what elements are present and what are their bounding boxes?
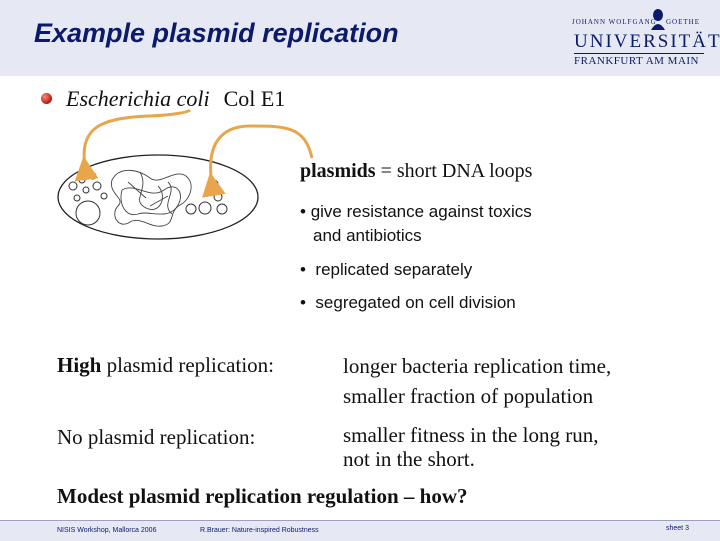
cell-outline xyxy=(57,154,259,240)
regulation-question: Modest plasmid replication regulation – … xyxy=(57,484,468,508)
logo-rule xyxy=(574,53,704,54)
case-high-bold: High xyxy=(57,353,102,377)
arrow-to-plasmid xyxy=(202,124,314,198)
plasmids-definition: = short DNA loops xyxy=(380,160,533,182)
species-name: Escherichia coli xyxy=(66,86,210,111)
case-no-effect-line-2: not in the short. xyxy=(343,447,475,471)
organism-line: Escherichia coli Col E1 xyxy=(66,86,285,112)
footer-center: R.Brauer: Nature-inspired Robustness xyxy=(200,527,319,534)
case-high-effect-line-2: smaller fraction of population xyxy=(343,384,594,408)
header-bar xyxy=(0,0,720,76)
bullet-1-line-2: and antibiotics xyxy=(313,226,422,245)
case-no-effect-line-1: smaller fitness in the long run, xyxy=(343,423,599,447)
slide-title: Example plasmid replication xyxy=(34,18,399,48)
arrow-to-species xyxy=(74,108,192,182)
university-logo: JOHANN WOLFGANG GOETHE UNIVERSITÄT FRANK… xyxy=(568,8,720,68)
plasmids-term: plasmids xyxy=(300,160,376,182)
footer-bar: NISIS Workshop, Mallorca 2006 R.Brauer: … xyxy=(0,520,720,541)
plasmid-bullet-3: • segregated on cell division xyxy=(300,293,516,312)
case-no-bold: No xyxy=(57,425,83,449)
case-high-effect: longer bacteria replication time, smalle… xyxy=(343,351,611,411)
bullet-2-line-1: replicated separately xyxy=(315,260,473,279)
logo-name: UNIVERSITÄT xyxy=(574,31,720,52)
bullet-3-line-1: segregated on cell division xyxy=(315,293,516,312)
case-no-rest: plasmid replication: xyxy=(82,425,256,449)
goethe-portrait-icon xyxy=(651,9,665,30)
logo-city: FRANKFURT AM MAIN xyxy=(574,55,699,67)
plasmid-bullet-2: • replicated separately xyxy=(300,260,473,279)
logo-top-left: JOHANN WOLFGANG xyxy=(572,18,657,26)
case-no-effect: smaller fitness in the long run, not in … xyxy=(343,423,598,471)
case-high-rest: plasmid replication: xyxy=(101,353,274,377)
case-high-effect-line-1: longer bacteria replication time, xyxy=(343,354,612,378)
case-no-label: No plasmid replication: xyxy=(57,425,255,450)
case-high-label: High plasmid replication: xyxy=(57,353,274,378)
footer-right: sheet 3 xyxy=(666,525,689,532)
plasmid-circles xyxy=(68,172,228,226)
bullet-1-line-1: give resistance against toxics xyxy=(310,202,532,221)
logo-top-right: GOETHE xyxy=(666,18,700,26)
chromosome-tangle xyxy=(110,169,192,227)
plasmid-name: Col E1 xyxy=(223,86,286,111)
bullet-ball-icon xyxy=(41,93,52,104)
plasmid-bullet-1: • give resistance against toxics and ant… xyxy=(300,200,532,248)
plasmids-heading: plasmids = short DNA loops xyxy=(300,160,532,183)
footer-left: NISIS Workshop, Mallorca 2006 xyxy=(57,527,157,534)
